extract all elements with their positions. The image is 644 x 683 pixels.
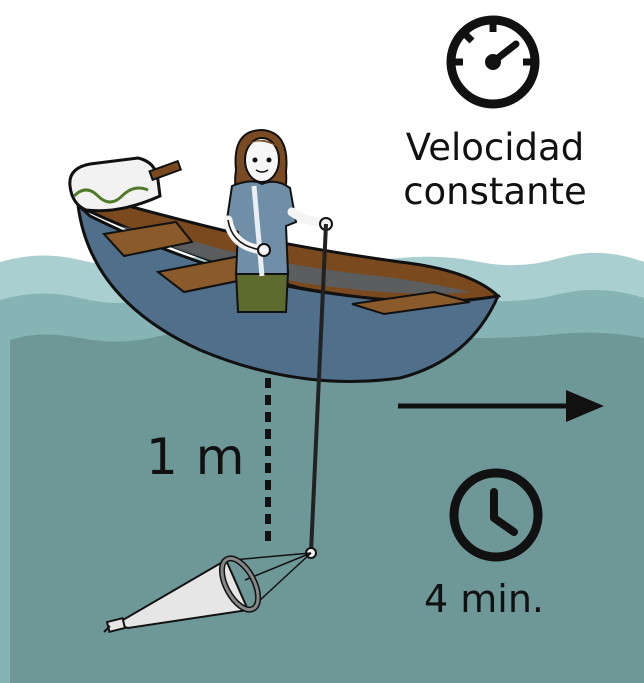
direction-arrow-icon [398, 390, 604, 422]
duration-label: 4 min. [424, 577, 544, 621]
boat [68, 156, 502, 383]
speedometer-icon [446, 15, 540, 109]
speed-label-line2: constante [403, 170, 587, 213]
speed-label-line1: Velocidad [405, 126, 585, 169]
person-pants [234, 271, 290, 313]
outboard-motor [68, 156, 183, 213]
tow-line [309, 223, 328, 553]
person [223, 128, 333, 313]
depth-label: 1 m [146, 428, 246, 486]
person-shirt [224, 180, 298, 275]
speed-label: Velocidad constante [392, 126, 598, 214]
net-cone [113, 558, 250, 630]
person-face [244, 137, 280, 183]
boat-seat [351, 290, 471, 316]
clock-icon [449, 468, 543, 562]
plankton-net [103, 547, 317, 633]
boat-seat [102, 220, 194, 258]
